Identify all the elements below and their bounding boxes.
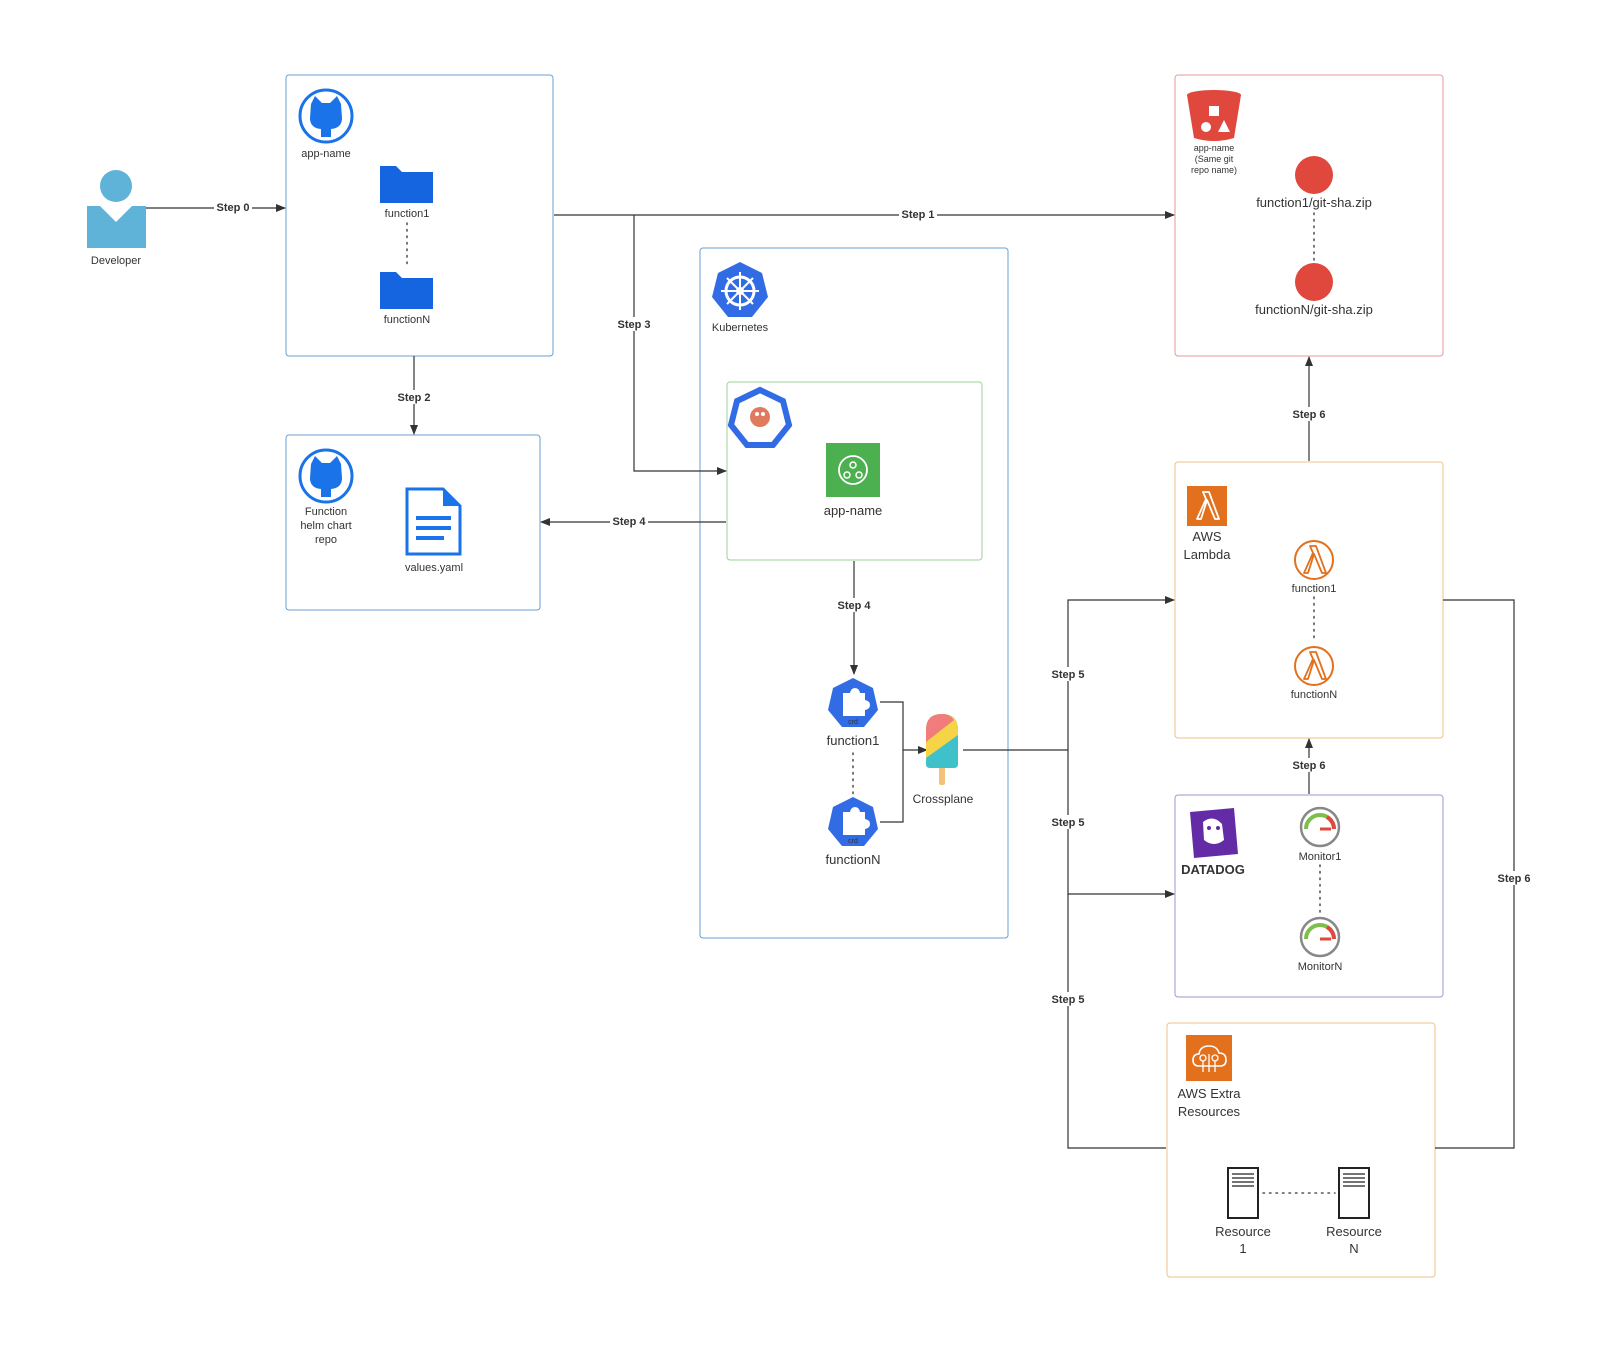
developer-node: Developer <box>87 170 146 267</box>
argocd-icon <box>727 386 793 448</box>
argocd-app-label: app-name <box>824 503 883 518</box>
step-4-left-label: Step 4 <box>612 516 646 528</box>
kubernetes-icon <box>712 262 768 317</box>
s3-bucket-icon <box>1187 90 1241 141</box>
developer-icon <box>87 170 146 248</box>
s3-object-icon <box>1295 156 1333 194</box>
monitor-gauge-icon <box>1299 806 1341 848</box>
kubernetes-box <box>699 247 1009 939</box>
step-0-label: Step 0 <box>216 202 249 214</box>
aws-lambda-title-2: Lambda <box>1184 547 1232 562</box>
kubernetes-title: Kubernetes <box>712 322 769 334</box>
resourceN-label-1: Resource <box>1326 1224 1382 1239</box>
connector-step-3 <box>633 215 727 475</box>
helm-repo-title-1: Function <box>305 506 347 518</box>
svg-text:crd: crd <box>848 719 858 726</box>
crd-nodes: crd function1 crd functionN <box>826 678 881 867</box>
aws-resources-icon <box>1186 1035 1232 1081</box>
app-repo-node: app-name function1 functionN <box>298 88 433 326</box>
aws-extra-title-1: AWS Extra <box>1177 1086 1241 1101</box>
helm-repo-title-3: repo <box>315 534 337 546</box>
crd-functionN-label: functionN <box>826 852 881 867</box>
server-icon <box>1227 1167 1259 1219</box>
aws-extra-title-2: Resources <box>1178 1104 1241 1119</box>
step-5-lambda-label: Step 5 <box>1051 669 1084 681</box>
step-3-label: Step 3 <box>617 319 650 331</box>
step-6-right-label: Step 6 <box>1497 873 1530 885</box>
document-icon <box>405 487 462 556</box>
step-5-extra-label: Step 5 <box>1051 994 1084 1006</box>
resourceN-label-2: N <box>1349 1241 1358 1256</box>
app-repo-box <box>285 74 554 357</box>
step-4-down-label: Step 4 <box>837 600 871 612</box>
aws-extra-node: AWS Extra Resources Resource 1 Resource … <box>1177 1035 1382 1256</box>
crd-function1-label: function1 <box>827 733 880 748</box>
helm-repo-title-2: helm chart <box>300 520 351 532</box>
connector-step-5-extra <box>1067 894 1166 1149</box>
s3-title-3: repo name) <box>1191 165 1237 175</box>
aws-lambda-icon <box>1187 486 1227 526</box>
folder-functionN-label: functionN <box>384 314 431 326</box>
s3-title-1: app-name <box>1194 143 1235 153</box>
step-6-top-label: Step 6 <box>1292 409 1325 421</box>
monitor1-label: Monitor1 <box>1299 851 1342 863</box>
step-labels: Step 0 Step 1 Step 2 Step 3 Step 4 Step … <box>214 200 1533 1006</box>
folder-icon <box>380 272 433 309</box>
crossplane-popsicle-icon <box>926 714 958 785</box>
monitorN-label: MonitorN <box>1298 961 1343 973</box>
s3-object1-label: function1/git-sha.zip <box>1256 195 1372 210</box>
s3-title-2: (Same git <box>1195 154 1234 164</box>
values-yaml-label: values.yaml <box>405 562 463 574</box>
step-5-datadog-label: Step 5 <box>1051 817 1084 829</box>
folder-icon <box>380 166 433 203</box>
datadog-box <box>1174 794 1444 998</box>
argocd-app-icon <box>826 443 880 497</box>
connector-step-5-lambda <box>1067 596 1175 750</box>
kubernetes-node: Kubernetes <box>712 262 769 334</box>
datadog-brand: DATADOG <box>1181 862 1245 877</box>
helm-repo-node: Function helm chart repo values.yaml <box>298 448 463 574</box>
lambda-function-icon <box>1294 646 1334 686</box>
folder-function1-label: function1 <box>385 208 430 220</box>
resource1-label-1: Resource <box>1215 1224 1271 1239</box>
crossplane-node: Crossplane <box>913 714 974 806</box>
crossplane-label: Crossplane <box>913 792 974 806</box>
s3-object-icon <box>1295 263 1333 301</box>
aws-extra-resources-box <box>1166 1022 1436 1278</box>
resource1-label-2: 1 <box>1239 1241 1246 1256</box>
step-1-label: Step 1 <box>901 209 934 221</box>
crd-puzzle-icon: crd <box>828 797 878 846</box>
step-6-mid-label: Step 6 <box>1292 760 1325 772</box>
aws-lambda-title-1: AWS <box>1192 529 1221 544</box>
github-icon <box>298 88 354 144</box>
connector-crd-bracket <box>880 701 904 823</box>
datadog-node: DATADOG Monitor1 MonitorN <box>1181 806 1343 973</box>
argocd-node: app-name <box>727 386 883 518</box>
s3-bucket-node: app-name (Same git repo name) function1/… <box>1187 90 1373 317</box>
github-icon <box>298 448 354 504</box>
lambda-function-icon <box>1294 540 1334 580</box>
step-2-label: Step 2 <box>397 392 430 404</box>
developer-label: Developer <box>91 255 141 267</box>
monitor-gauge-icon <box>1299 916 1341 958</box>
app-repo-title: app-name <box>301 148 351 160</box>
crd-puzzle-icon: crd <box>828 678 878 727</box>
aws-lambda-node: AWS Lambda function1 functionN <box>1184 486 1338 701</box>
lambda-functionN-label: functionN <box>1291 689 1338 701</box>
datadog-logo-icon <box>1190 808 1238 858</box>
s3-objectN-label: functionN/git-sha.zip <box>1255 302 1373 317</box>
server-icon <box>1338 1167 1370 1219</box>
svg-text:crd: crd <box>848 838 858 845</box>
argocd-box <box>726 381 983 561</box>
lambda-function1-label: function1 <box>1292 583 1337 595</box>
